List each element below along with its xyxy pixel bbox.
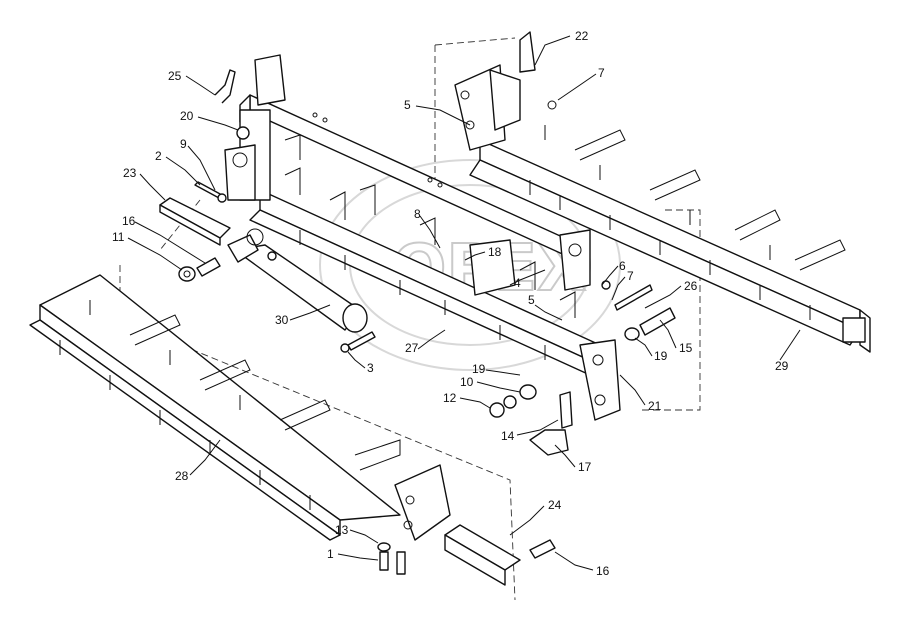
part-6-nut	[601, 280, 611, 290]
part-22-bracket	[519, 31, 536, 73]
callout-13: 13	[335, 523, 349, 537]
part-16-pin-lower	[529, 539, 556, 559]
callout-19-right: 19	[654, 349, 668, 363]
callout-8: 8	[414, 207, 421, 221]
callout-5-upper: 5	[404, 98, 411, 112]
part-13-washer	[377, 542, 391, 552]
callout-12: 12	[443, 391, 457, 405]
callout-18: 18	[488, 245, 502, 259]
callout-15: 15	[679, 341, 693, 355]
part-main-frame	[224, 54, 601, 376]
callout-24: 24	[548, 498, 562, 512]
part-5-rear-hitch-plate	[454, 64, 557, 151]
part-3-bolt	[340, 331, 376, 353]
callout-3: 3	[367, 361, 374, 375]
part-24-link-plate	[444, 524, 521, 586]
callout-26: 26	[684, 279, 698, 293]
callout-7-upper: 7	[598, 66, 605, 80]
part-21-pivot-plate	[579, 339, 621, 421]
part-20-nut	[236, 126, 250, 140]
part-14-plate	[559, 391, 573, 429]
callout-29: 29	[775, 359, 789, 373]
part-25-lever	[214, 69, 236, 104]
callout-2: 2	[155, 149, 162, 163]
callout-14: 14	[501, 429, 515, 443]
part-front-hitch-plate	[394, 464, 451, 541]
part-30-hydraulic-cylinder	[227, 228, 368, 333]
callout-16-lower: 16	[596, 564, 610, 578]
callout-19-left: 19	[472, 362, 486, 376]
callout-27: 27	[405, 341, 419, 355]
callout-4: 4	[514, 276, 521, 290]
leader-lines	[127, 35, 801, 571]
callout-7-lower: 7	[627, 269, 634, 283]
callout-6: 6	[619, 259, 626, 273]
part-1-bolt	[379, 551, 406, 575]
callout-23: 23	[123, 166, 137, 180]
callout-20: 20	[180, 109, 194, 123]
part-19-bushing	[624, 327, 640, 341]
callout-21: 21	[648, 399, 662, 413]
part-15-pin	[639, 307, 676, 336]
callout-30: 30	[275, 313, 289, 327]
callout-17: 17	[578, 460, 592, 474]
callout-16-upper: 16	[122, 214, 136, 228]
callout-22: 22	[575, 29, 589, 43]
callout-1: 1	[327, 547, 334, 561]
callout-5-lower: 5	[528, 293, 535, 307]
callout-labels: 22 7 25 5 20 2 9 23 8 16 18 11 4 6 7 26 …	[112, 29, 789, 578]
part-9-nut	[217, 193, 227, 203]
callout-10: 10	[460, 375, 474, 389]
part-29-rear-bar	[469, 125, 871, 353]
part-10-bushing	[519, 384, 537, 400]
callout-28: 28	[175, 469, 189, 483]
part-18-bracket	[469, 239, 516, 296]
callout-9: 9	[180, 137, 187, 151]
part-28-front-bar	[29, 274, 401, 541]
callout-25: 25	[168, 69, 182, 83]
part-17-pin	[529, 429, 569, 456]
part-12-rings	[489, 395, 517, 418]
part-26-pin	[614, 284, 653, 311]
callout-11: 11	[112, 230, 125, 244]
part-11-washer	[178, 266, 196, 282]
part-23-spacer-block	[159, 197, 231, 246]
part-16-pin-upper	[196, 257, 221, 277]
